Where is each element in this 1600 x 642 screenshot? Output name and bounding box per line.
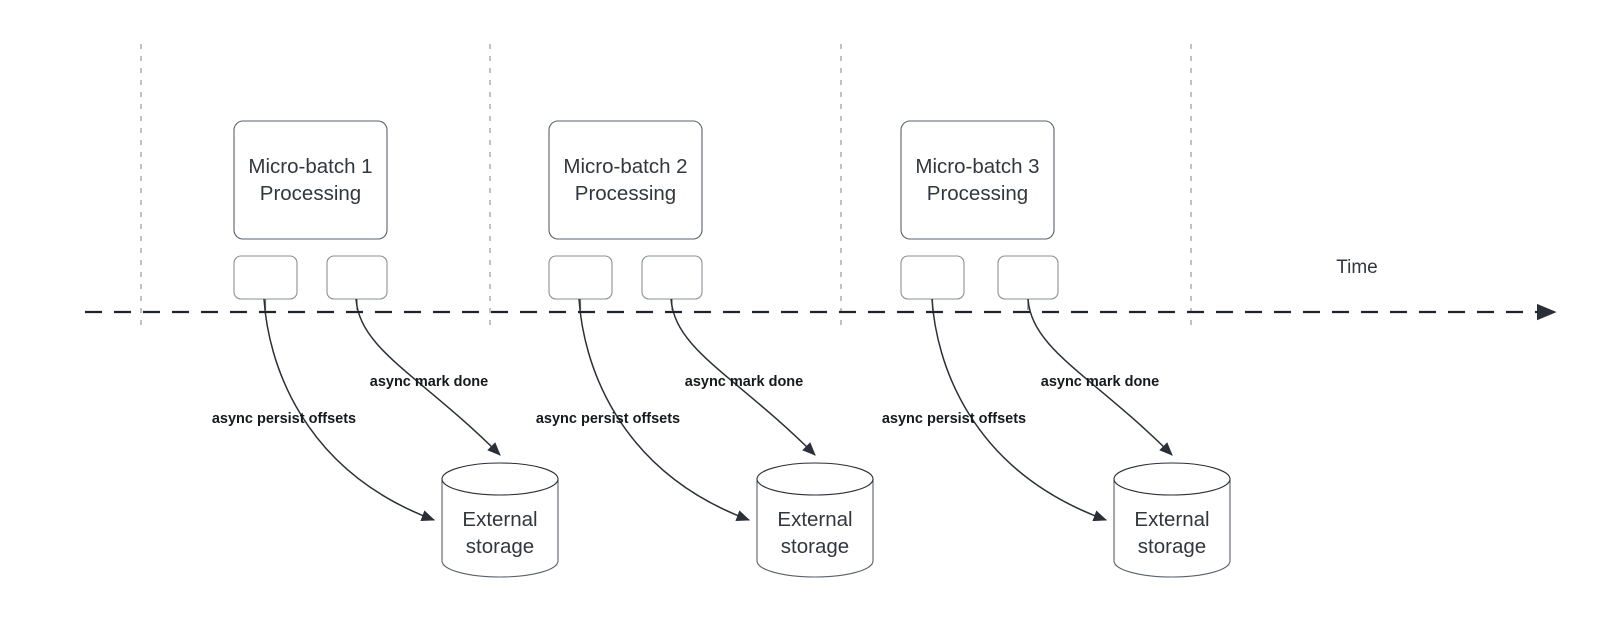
micro-batch-label-line1-2: Micro-batch 2	[563, 155, 687, 178]
task-box-1-2[interactable]	[326, 255, 388, 300]
external-storage-cylinder-top-2	[756, 462, 874, 496]
async-mark-done-arrow-3	[1027, 298, 1173, 456]
external-storage-label-line1-1: External	[462, 508, 537, 531]
task-box-2-2[interactable]	[641, 255, 703, 300]
micro-batch-label-line2-1: Processing	[260, 182, 361, 205]
external-storage-cylinder-body-3[interactable]	[1113, 478, 1231, 578]
external-storage-cylinder-body-1[interactable]	[441, 478, 559, 578]
external-storage-label-line2-3: storage	[1138, 535, 1206, 558]
external-storage-label-line1-3: External	[1134, 508, 1209, 531]
time-axis-label: Time	[1336, 257, 1378, 278]
async-persist-offsets-label-2: async persist offsets	[536, 411, 680, 427]
micro-batch-box-1[interactable]	[233, 120, 388, 240]
async-persist-offsets-arrow-3	[931, 298, 1108, 522]
time-axis: Time	[85, 257, 1557, 321]
task-box-3-2[interactable]	[997, 255, 1059, 300]
async-mark-done-label-2: async mark done	[685, 374, 803, 390]
external-storage-label-line2-2: storage	[781, 535, 849, 558]
async-mark-done-label-3: async mark done	[1041, 374, 1159, 390]
micro-batch-box-2[interactable]	[548, 120, 703, 240]
external-storage-cylinder-top-3	[1113, 462, 1231, 496]
external-storage-cylinder-top-1	[441, 462, 559, 496]
task-box-2-1[interactable]	[548, 255, 613, 300]
micro-batch-label-line1-1: Micro-batch 1	[248, 155, 372, 178]
task-box-3-1[interactable]	[900, 255, 965, 300]
async-mark-done-arrow-1	[355, 298, 501, 456]
micro-batch-label-line2-2: Processing	[575, 182, 676, 205]
micro-batch-label-line2-3: Processing	[927, 182, 1028, 205]
async-persist-offsets-arrow-2	[578, 298, 751, 521]
external-storage-cylinder-body-2[interactable]	[756, 478, 874, 578]
external-storage-label-line1-2: External	[777, 508, 852, 531]
async-persist-offsets-label-1: async persist offsets	[212, 411, 356, 427]
async-persist-offsets-arrow-1	[263, 298, 436, 521]
task-box-1-1[interactable]	[233, 255, 298, 300]
async-mark-done-arrow-2	[670, 298, 816, 456]
async-mark-done-label-1: async mark done	[370, 374, 488, 390]
external-storage-label-line2-1: storage	[466, 535, 534, 558]
async-persist-offsets-label-3: async persist offsets	[882, 411, 1026, 427]
micro-batch-box-3[interactable]	[900, 120, 1055, 240]
micro-batch-label-line1-3: Micro-batch 3	[915, 155, 1039, 178]
